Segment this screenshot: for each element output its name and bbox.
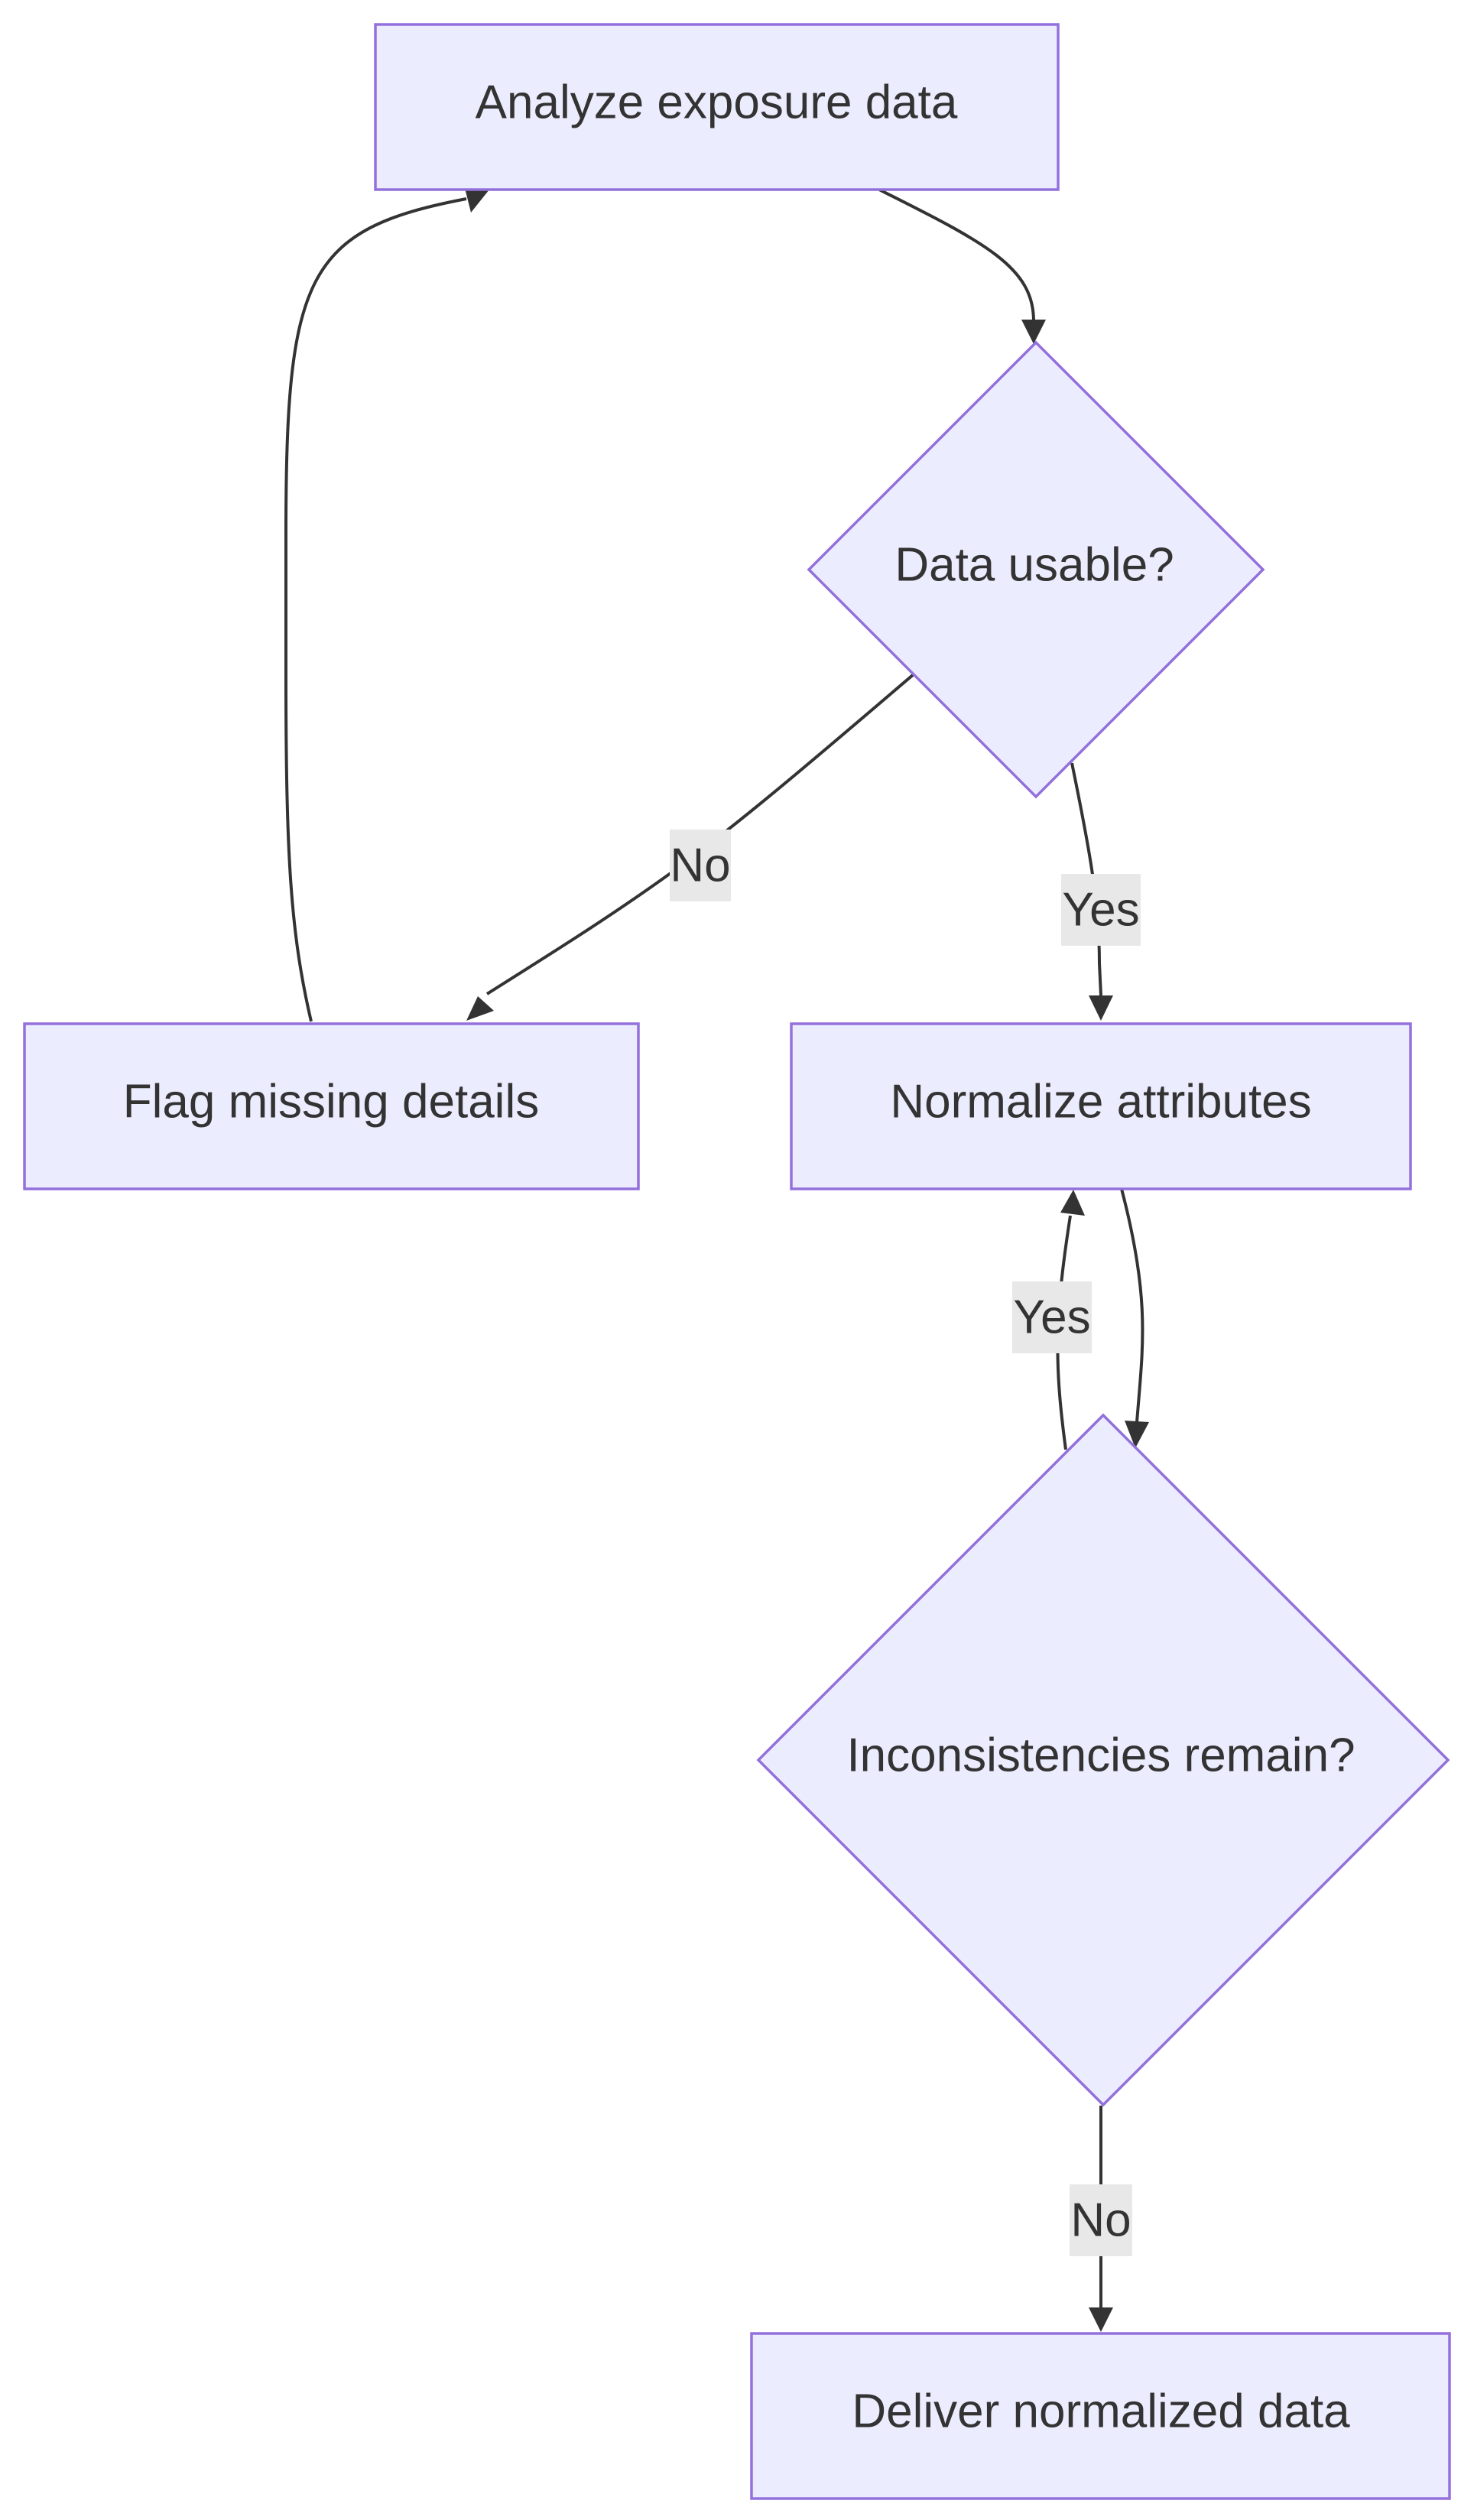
node-deliver-normalized-data-label: Deliver normalized data <box>852 2385 1350 2438</box>
edge-label-usable-yes-text: Yes <box>1062 884 1139 937</box>
edge-inconsistencies-to-deliver-arrowhead <box>1089 2307 1113 2332</box>
node-deliver-normalized-data[interactable]: Deliver normalized data <box>750 2332 1451 2500</box>
node-normalize-attributes-label: Normalize attributes <box>890 1076 1311 1128</box>
edge-usable-to-flag-arrowhead <box>466 996 494 1021</box>
edge-normalize-to-inconsistencies <box>1120 1188 1144 1423</box>
edge-label-inconsistencies-yes: Yes <box>1012 1281 1092 1353</box>
node-flag-missing-details-label: Flag missing details <box>123 1076 539 1128</box>
node-analyze-exposure-data-label: Analyze exposure data <box>476 76 958 129</box>
edge-label-inconsistencies-no: No <box>1070 2184 1132 2256</box>
edge-label-inconsistencies-no-text: No <box>1070 2194 1131 2247</box>
edge-label-usable-yes: Yes <box>1061 874 1141 946</box>
node-inconsistencies-remain-decision[interactable]: Inconsistencies remain? <box>756 1413 1450 2107</box>
edge-inconsistencies-to-normalize-arrowhead <box>1060 1190 1085 1216</box>
edge-label-inconsistencies-yes-text: Yes <box>1013 1291 1090 1344</box>
edge-flag-to-analyze <box>284 197 467 1022</box>
edge-label-usable-no-text: No <box>670 839 730 892</box>
edge-flag-to-analyze-arrowhead <box>465 188 489 213</box>
node-flag-missing-details[interactable]: Flag missing details <box>23 1022 640 1190</box>
edge-analyze-to-usable-arrowhead <box>1021 320 1046 344</box>
nodes: Analyze exposure data Data usable? Flag … <box>23 23 1451 2500</box>
edge-usable-to-normalize-arrowhead <box>1089 995 1113 1021</box>
node-inconsistencies-remain-label: Inconsistencies remain? <box>846 1729 1355 1782</box>
edge-labels: No Yes Yes No <box>670 830 1141 2256</box>
node-analyze-exposure-data[interactable]: Analyze exposure data <box>374 23 1060 191</box>
node-data-usable-decision[interactable]: Data usable? <box>807 340 1265 799</box>
node-data-usable-label: Data usable? <box>894 539 1174 592</box>
edge-label-usable-no: No <box>670 830 731 901</box>
node-normalize-attributes[interactable]: Normalize attributes <box>790 1022 1412 1190</box>
edge-analyze-to-usable <box>878 188 1035 322</box>
edge-normalize-to-inconsistencies-arrowhead <box>1125 1421 1149 1448</box>
